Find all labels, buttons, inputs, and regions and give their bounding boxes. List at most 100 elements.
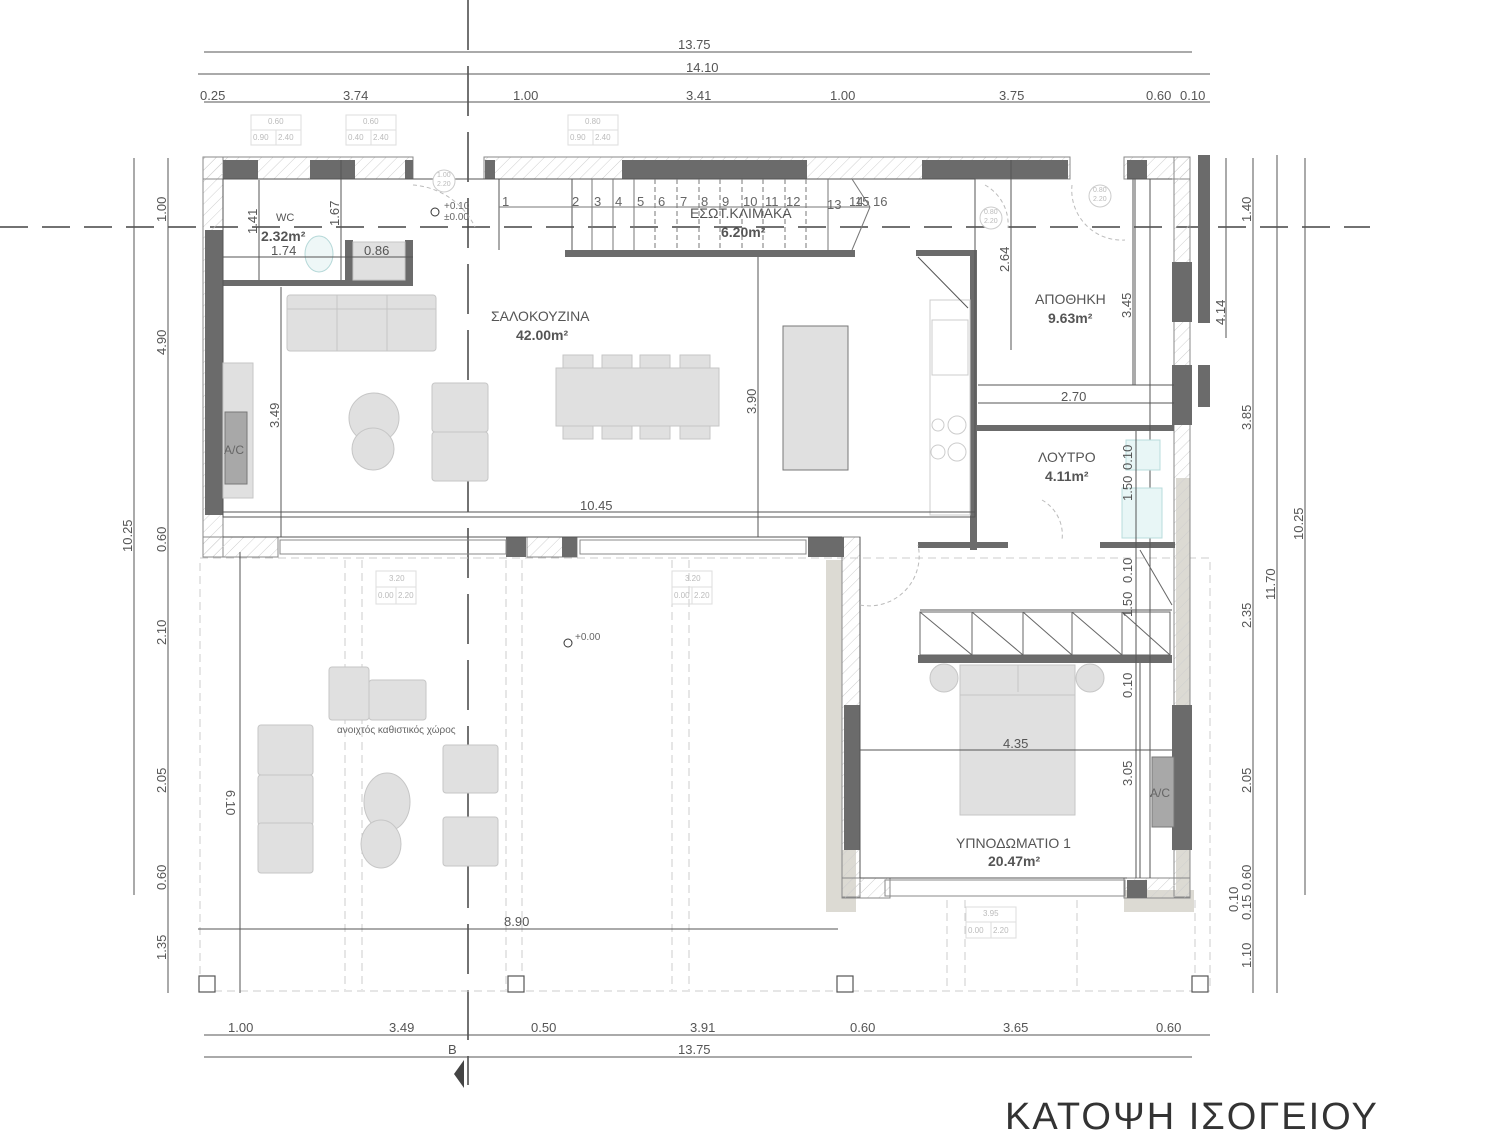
- terrace-outline: [199, 557, 1211, 992]
- dim-right-overall-2: 10.25: [1291, 507, 1306, 540]
- dim-bottom-seg: 1.00: [228, 1020, 254, 1035]
- stair-treads: [499, 178, 871, 251]
- dim-top-overall-2: 14.10: [686, 60, 719, 75]
- room-area-stair: 6.20m²: [721, 224, 766, 240]
- level-marker-icon: [430, 207, 573, 648]
- door-tag-height: 2.20: [1093, 196, 1107, 203]
- room-area-wc: 2.32m²: [261, 228, 306, 244]
- opening-tag-height: 2.40: [595, 133, 611, 142]
- opening-tag-width: 0.80: [585, 117, 601, 126]
- dim-bed-w: 4.35: [1003, 736, 1029, 751]
- dim-top-seg: 0.10: [1180, 88, 1206, 103]
- dim-right-seg: 0.10: [1226, 886, 1241, 912]
- dim-top-seg: 0.60: [1146, 88, 1172, 103]
- opening-tag-height: 2.20: [993, 926, 1009, 935]
- dim-top-seg: 1.00: [513, 88, 539, 103]
- stair-step-number: 3: [594, 194, 602, 209]
- dim-bottom-seg: 0.60: [1156, 1020, 1182, 1035]
- stair-step-number: 11: [765, 194, 779, 209]
- opening-tag-height: 2.40: [278, 133, 294, 142]
- dim-terrace-h: 6.10: [223, 790, 238, 816]
- door-tags: [432, 169, 1112, 230]
- stair-step-number: 9: [722, 194, 730, 209]
- dim-bath-1: 1.50: [1120, 475, 1135, 501]
- dim-right-seg: 2.05: [1239, 767, 1254, 793]
- dim-left-seg: 0.60: [154, 864, 169, 890]
- kitchen-counter: [917, 256, 971, 516]
- stair-step-number: 5: [637, 194, 645, 209]
- dim-top-seg: 3.75: [999, 88, 1025, 103]
- dim-left-seg: 4.90: [154, 329, 169, 355]
- stair-step-number: 8: [701, 194, 709, 209]
- stair-step-number: 14: [849, 194, 864, 209]
- ac-label: A/C: [1150, 786, 1171, 800]
- level-entrance-bottom: ±0.00: [444, 212, 469, 223]
- room-name-bathroom: ΛΟΥΤΡΟ: [1038, 449, 1096, 465]
- stair-step-number: 15: [855, 194, 870, 209]
- dim-wc-v: 1.67: [327, 200, 342, 226]
- dim-storage-h: 2.64: [997, 246, 1012, 272]
- door-tag-height: 2.20: [437, 181, 451, 188]
- wardrobe: [919, 549, 1173, 656]
- opening-tags: [250, 114, 1017, 939]
- left-dimensions: [133, 158, 169, 993]
- dim-top-seg: 3.41: [686, 88, 712, 103]
- level-outdoor: +0.00: [575, 632, 601, 643]
- dim-right-inner: 4.14: [1213, 299, 1228, 325]
- dim-living-h: 3.49: [267, 402, 282, 428]
- opening-tag-sill: 0.40: [348, 133, 364, 142]
- room-name-storage: ΑΠΟΘΗΚΗ: [1035, 291, 1106, 307]
- dim-storage-w: 2.70: [1061, 389, 1087, 404]
- opening-tag-width: 3.20: [389, 574, 405, 583]
- dim-living-w: 10.45: [580, 498, 613, 513]
- opening-tag-width: 0.60: [363, 117, 379, 126]
- dim-bottom-seg: 0.50: [531, 1020, 557, 1035]
- room-area-bedroom: 20.47m²: [988, 853, 1041, 869]
- right-dimensions: [1225, 155, 1306, 993]
- dim-storage-h2: 3.45: [1119, 292, 1134, 318]
- dim-wc-h: 1.41: [245, 208, 260, 234]
- opening-tag-sill: 0.90: [253, 133, 269, 142]
- bottom-dimensions: [204, 1034, 1210, 1058]
- stair-step-number: 13: [827, 197, 842, 212]
- room-name-living-kitchen: ΣΑΛΟΚΟΥΖΙΝΑ: [491, 308, 590, 324]
- dim-top-seg: 0.25: [200, 88, 226, 103]
- opening-tag-height: 2.20: [694, 591, 710, 600]
- door-swings: [412, 184, 1126, 607]
- outdoor-seating-label: ανοιχτός καθιστικός χώρος: [337, 725, 456, 736]
- dim-bottom-seg: 3.49: [389, 1020, 415, 1035]
- room-name-stair: ΕΣΩΤ.ΚΛΙΜΑΚΑ: [690, 205, 792, 221]
- dim-wc-step: 0.86: [364, 243, 390, 258]
- ac-label: A/C: [224, 443, 245, 457]
- opening-tag-sill: 0.90: [570, 133, 586, 142]
- concrete-walls: [205, 155, 1210, 898]
- dim-bed-h: 3.05: [1120, 760, 1135, 786]
- opening-tag-width: 3.95: [983, 909, 999, 918]
- opening-tag-width: 0.60: [268, 117, 284, 126]
- dim-bottom-seg: 3.91: [690, 1020, 716, 1035]
- dim-top-overall-1: 13.75: [678, 37, 711, 52]
- dim-left-seg: 2.05: [154, 767, 169, 793]
- door-tag-width: 0.80: [984, 209, 998, 216]
- dim-right-overall-1: 11.70: [1263, 568, 1278, 600]
- stair-step-number: 12: [786, 194, 801, 209]
- dim-left-seg: 2.10: [154, 619, 169, 645]
- dim-top-seg: 1.00: [830, 88, 856, 103]
- dim-bath-4: 0.10: [1120, 557, 1135, 583]
- dim-right-seg: 2.35: [1239, 602, 1254, 628]
- dim-right-seg: 0.60: [1239, 864, 1254, 890]
- dim-bottom-seg: 0.60: [850, 1020, 876, 1035]
- top-dimensions: [198, 51, 1210, 103]
- door-tag-width: 1.00: [437, 172, 451, 179]
- dim-kitchen-h: 3.90: [744, 388, 759, 414]
- room-area-living-kitchen: 42.00m²: [516, 327, 569, 343]
- opening-tag-sill: 0.00: [968, 926, 984, 935]
- dim-right-seg: 3.85: [1239, 404, 1254, 430]
- dim-left-seg: 1.00: [154, 196, 169, 222]
- dim-right-seg: 0.15: [1239, 894, 1254, 920]
- room-name-wc: WC: [276, 212, 295, 224]
- level-entrance-top: +0.10: [444, 201, 470, 212]
- stair-step-number: 4: [615, 194, 623, 209]
- dim-terrace-w: 8.90: [504, 914, 530, 929]
